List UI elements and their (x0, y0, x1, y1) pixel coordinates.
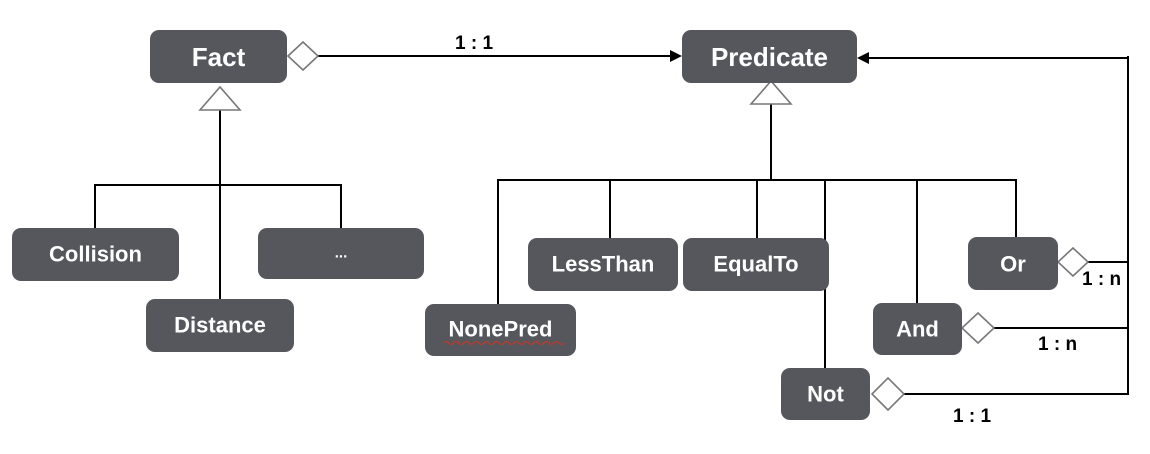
equalto-node: EqualTo (683, 238, 829, 291)
fact-label: Fact (192, 42, 246, 72)
fact-inheritance-triangle-icon (198, 85, 242, 111)
not-predicate-multiplicity: 1 : 1 (953, 406, 991, 427)
fact-predicate-multiplicity: 1 : 1 (455, 33, 493, 54)
and-node: And (873, 303, 962, 355)
predicate-label: Predicate (711, 42, 828, 72)
collision-label: Collision (49, 242, 142, 267)
equalto-label: EqualTo (713, 252, 798, 277)
lessthan-label: LessThan (552, 252, 655, 277)
predicate-inheritance-triangle-icon (749, 79, 793, 105)
or-predicate-multiplicity: 1 : n (1082, 269, 1121, 290)
distance-node: Distance (146, 299, 294, 352)
or-label: Or (1000, 252, 1026, 277)
connector-lines (94, 50, 1129, 395)
predicate-node: Predicate (682, 30, 857, 83)
not-node: Not (781, 368, 870, 420)
not-aggregation-diamond-icon (870, 376, 906, 412)
fact-aggregation-diamond-icon (286, 40, 320, 72)
arrowhead-icon (857, 52, 869, 64)
nonepred-node: NonePred (425, 304, 576, 356)
or-node: Or (968, 237, 1058, 290)
not-label: Not (807, 382, 844, 407)
distance-label: Distance (174, 313, 266, 338)
fact-node: Fact (150, 30, 287, 83)
arrowhead-icon (670, 50, 682, 62)
or-aggregation-diamond-icon (1056, 246, 1090, 278)
collision-node: Collision (12, 228, 179, 281)
and-predicate-multiplicity: 1 : n (1038, 334, 1077, 355)
ellipsis-node: ... (258, 228, 424, 279)
lessthan-node: LessThan (528, 238, 678, 291)
and-aggregation-diamond-icon (960, 311, 996, 345)
spellcheck-underline (443, 340, 565, 346)
nonepred-label: NonePred (449, 317, 553, 342)
ellipsis-label: ... (335, 245, 348, 262)
and-label: And (896, 317, 939, 342)
